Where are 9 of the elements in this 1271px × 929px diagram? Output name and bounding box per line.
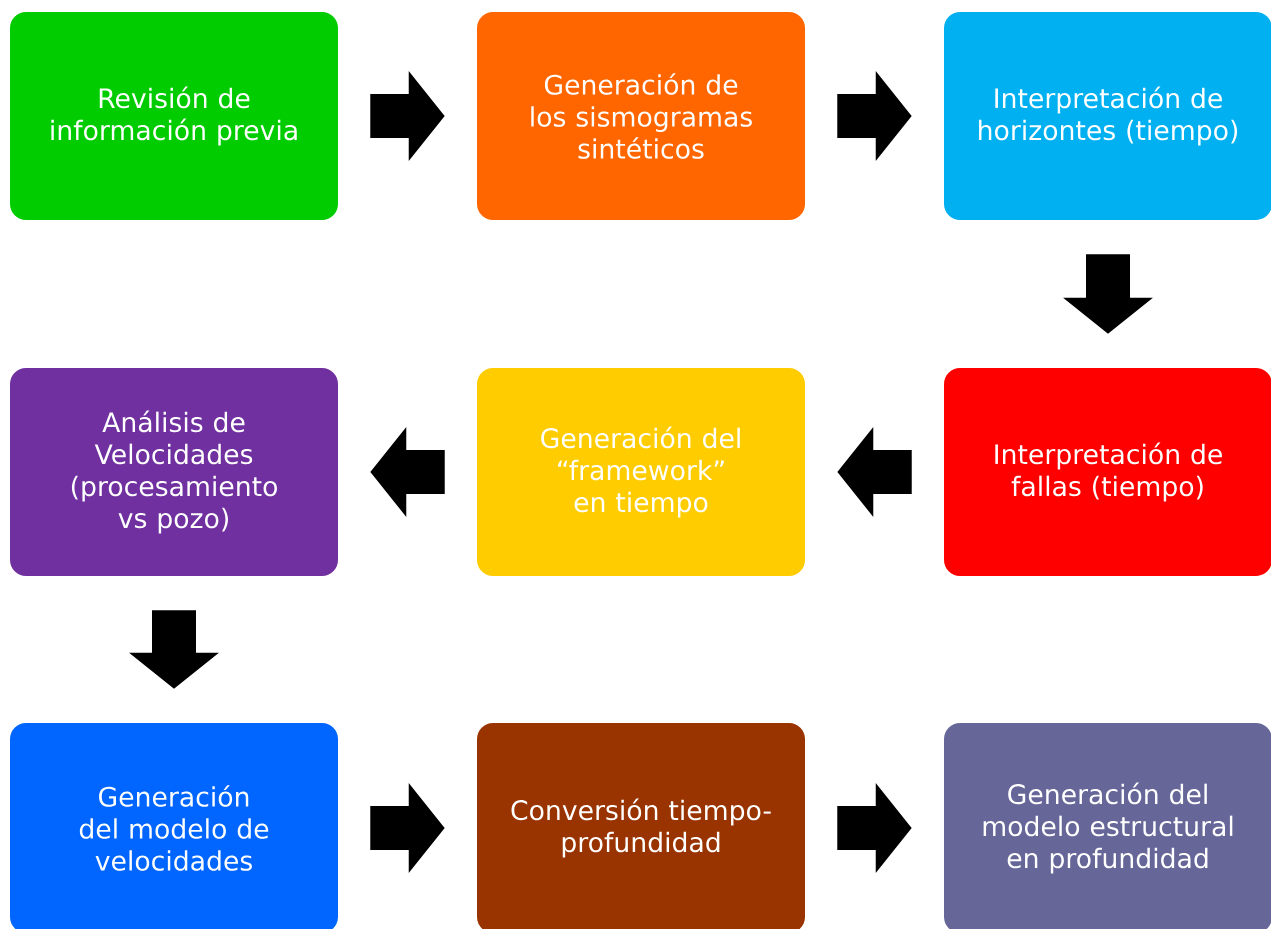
process-box: Generación del modelo de velocidades [10,723,338,929]
process-box: Análisis de Velocidades (procesamiento vs pozo) [10,368,338,576]
process-box: Interpretación de fallas (tiempo) [944,368,1271,576]
process-box: Generación de los sismogramas sintéticos [477,12,805,220]
process-box: Conversión tiempo-profundidad [477,723,805,929]
process-box: Interpretación de horizontes (tiempo) [944,12,1271,220]
process-box: Generación del “framework” en tiempo [477,368,805,576]
process-box: Revisión de información previa [10,12,338,220]
process-box: Generación del modelo estructural en profundidad [944,723,1271,929]
